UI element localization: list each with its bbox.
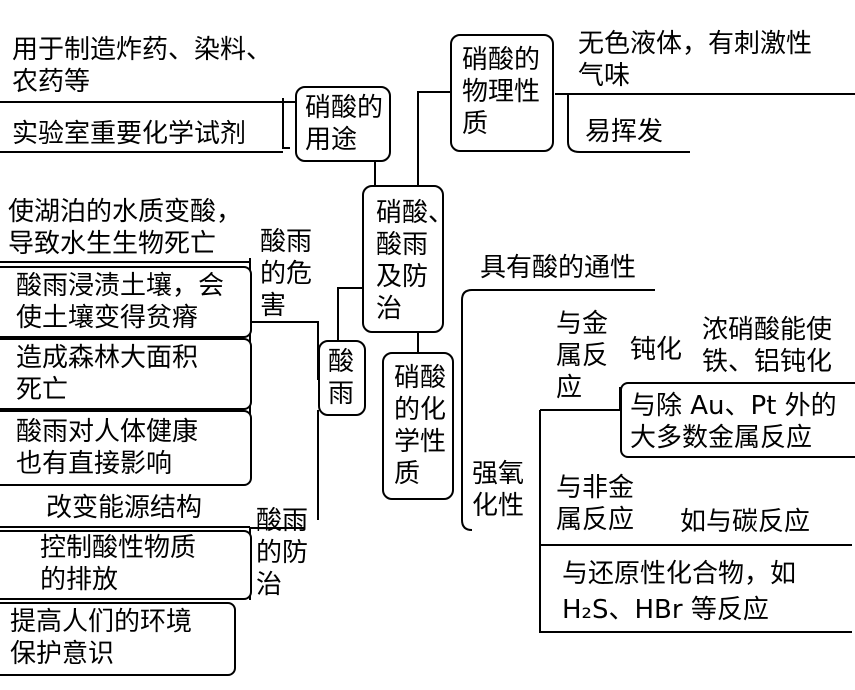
prevention-item-3-line: 提高人们的环境 <box>10 607 193 637</box>
oxidizing-title-line: 化性 <box>472 491 525 521</box>
physical-item-1-line: 气味 <box>578 61 631 91</box>
acid-rain-title-line: 雨 <box>328 379 355 409</box>
acidity-label: 具有酸的通性 <box>480 253 637 283</box>
nonmetal-title-line: 属反应 <box>556 505 635 535</box>
nonmetal-example: 如与碳反应 <box>680 507 811 537</box>
passivation-detail-line: 铁、铝钝化 <box>702 347 833 377</box>
chemical-title-line: 的化 <box>394 395 447 425</box>
prevention-item-1: 改变能源结构 <box>46 493 203 523</box>
reducing-line: H₂S、HBr 等反应 <box>562 595 769 625</box>
metal-others-line: 大多数金属反应 <box>630 423 813 453</box>
oxidizing-bracket <box>539 410 852 633</box>
acid-rain-node: 酸 雨 <box>318 340 366 416</box>
connector-chemical-acidity <box>461 289 655 420</box>
prevention-item-2-box: 控制酸性物质 的排放 <box>0 530 252 600</box>
passivation-detail-line: 浓硝酸能使 <box>702 315 833 345</box>
harm-item-1-line: 使湖泊的水质变酸， <box>8 197 243 227</box>
chemical-title-line: 质 <box>394 459 421 489</box>
prevention-item-3-line: 保护意识 <box>10 639 115 669</box>
physical-title-line: 质 <box>462 109 489 139</box>
harm-title-line: 酸雨 <box>260 227 313 257</box>
nonmetal-title-line: 与非金 <box>556 473 635 503</box>
center-node: 硝酸、 酸雨 及防 治 <box>362 185 455 333</box>
connector-center-physical <box>417 91 450 188</box>
physical-title-line: 硝酸的 <box>462 45 541 75</box>
harm-item-2-box: 酸雨浸渍土壤，会 使土壤变得贫瘠 <box>0 266 252 338</box>
harm-title-line: 的危 <box>260 259 313 289</box>
harm-item-2-line: 使土壤变得贫瘠 <box>16 303 199 333</box>
uses-title-line: 硝酸的 <box>305 93 384 123</box>
chemical-title-line: 硝酸 <box>394 363 447 393</box>
harm-item-4-box: 酸雨对人体健康 也有直接影响 <box>0 410 252 486</box>
center-line: 及防 <box>376 262 429 292</box>
metal-others-box: 与除 Au、Pt 外的 大多数金属反应 <box>620 382 855 458</box>
prevention-title-line: 的防 <box>256 538 309 568</box>
prevention-item-2-line: 的排放 <box>40 565 119 595</box>
uses-item-2: 实验室重要化学试剂 <box>12 119 247 149</box>
uses-item-1-line: 用于制造炸药、染料、 <box>12 35 273 65</box>
center-line: 酸雨 <box>376 230 429 260</box>
harm-item-3-line: 死亡 <box>16 375 69 405</box>
prevention-item-3-box: 提高人们的环境 保护意识 <box>0 602 236 676</box>
passivation-label: 钝化 <box>630 335 683 365</box>
connector-center-acidrain <box>337 287 362 340</box>
connector-chemical-oxidizing <box>461 420 473 531</box>
harm-item-3-box: 造成森林大面积 死亡 <box>0 338 252 410</box>
metal-title-line: 属反 <box>556 341 609 371</box>
harm-item-4-line: 也有直接影响 <box>16 449 173 479</box>
chemical-node: 硝酸 的化 学性 质 <box>382 352 454 500</box>
reducing-line: 与还原性化合物，如 <box>562 559 797 589</box>
harm-item-1-line: 导致水生生物死亡 <box>8 229 217 259</box>
harm-item-2-line: 酸雨浸渍土壤，会 <box>16 271 225 301</box>
physical-node: 硝酸的 物理性 质 <box>450 34 554 152</box>
metal-others-line: 与除 Au、Pt 外的 <box>630 391 837 421</box>
harm-item-3-line: 造成森林大面积 <box>16 343 199 373</box>
harm-title-line: 害 <box>260 291 287 321</box>
uses-node: 硝酸的 用途 <box>295 86 391 162</box>
uses-bracket <box>282 98 290 149</box>
prevention-title-line: 酸雨 <box>256 506 309 536</box>
prevention-item-2-line: 控制酸性物质 <box>40 533 197 563</box>
uses-item-1-line: 农药等 <box>12 67 91 97</box>
connector-acidrain-harm <box>250 321 319 380</box>
metal-title-line: 应 <box>556 373 583 403</box>
physical-item-1-line: 无色液体，有刺激性 <box>578 29 813 59</box>
prevention-title-line: 治 <box>256 570 283 600</box>
physical-bracket <box>555 93 690 153</box>
physical-title-line: 物理性 <box>462 77 541 107</box>
oxidizing-title-line: 强氧 <box>472 459 525 489</box>
harm-item-4-line: 酸雨对人体健康 <box>16 417 199 447</box>
center-line: 治 <box>376 294 403 324</box>
uses-title-line: 用途 <box>305 125 358 155</box>
acid-rain-title-line: 酸 <box>328 347 355 377</box>
center-line: 硝酸、 <box>376 198 455 228</box>
metal-title-line: 与金 <box>556 309 609 339</box>
physical-item-2: 易挥发 <box>585 117 664 147</box>
chemical-title-line: 学性 <box>394 427 447 457</box>
